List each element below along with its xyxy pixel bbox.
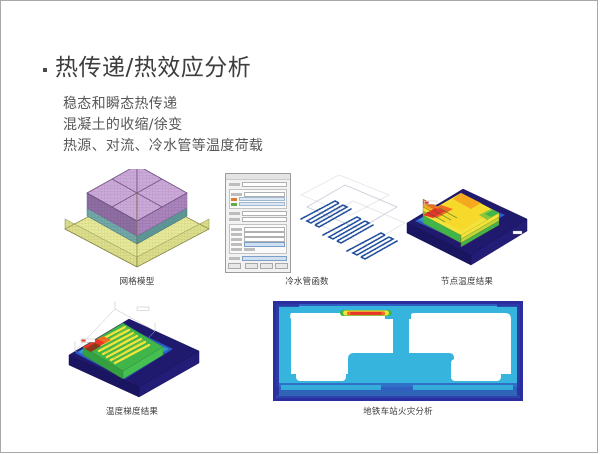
list-item: 稳态和瞬态热传递 [63,96,178,112]
dialog-text-input[interactable] [242,182,287,187]
dialog-number-input[interactable] [244,231,285,237]
figure-caption: 节点温度结果 [440,277,494,287]
dialog-radio-row[interactable] [231,247,285,251]
dialog-group-row[interactable] [231,191,285,197]
dialog-row[interactable] [229,182,287,187]
figure-cooling-pipe-function: 冷水管函数 [285,173,405,287]
dialog-number-input[interactable] [242,211,287,216]
radio-button-icon[interactable] [231,247,242,251]
dialog-field-label [229,257,240,260]
dialog-field-label [231,192,242,196]
dialog-group-row[interactable] [231,231,285,237]
list-item: 混凝土的收缩/徐变 [63,117,183,133]
apply-button[interactable] [275,263,288,269]
dialog-field-label [229,218,240,221]
figure-caption: 温度梯度结果 [105,407,159,417]
dialog-combo-input[interactable] [244,191,285,197]
dialog-field-label [231,232,242,236]
properties-dialog-image [225,173,291,273]
figure-caption: 冷水管函数 [285,277,329,287]
help-button[interactable] [228,263,241,269]
subway-fire-image [273,301,523,401]
radio-button-icon[interactable] [244,247,255,251]
dialog-number-input[interactable] [242,217,287,222]
dialog-selected-input[interactable] [244,241,285,247]
dialog-row[interactable] [229,256,287,261]
dialog-group-row[interactable] [231,197,285,201]
ok-button[interactable] [245,263,258,269]
figure-caption: 网格模型 [119,277,155,287]
square-bullet-icon [43,68,47,72]
dialog-group-box [229,189,287,209]
dialog-window[interactable] [225,173,291,273]
dialog-group-box [229,224,287,254]
cooling-pipe-image [293,173,405,273]
dialog-number-input[interactable] [244,226,285,232]
figure-nodal-temperature-result: 节点温度结果 [401,169,533,287]
dialog-row[interactable] [229,211,287,216]
dialog-title-bar [226,174,290,180]
figure-properties-dialog [225,173,291,273]
nodal-temperature-image [401,169,533,273]
dialog-group-row[interactable] [231,226,285,232]
page-title: 热传递/热效应分析 [43,53,251,83]
figure-mesh-model: 网格模型 [53,169,221,287]
temperature-gradient-image [59,299,205,403]
green-swatch-icon [231,202,237,206]
dialog-field-label [231,242,242,246]
dialog-row[interactable] [229,217,287,222]
dialog-list-item[interactable] [239,197,285,201]
dialog-button-bar [228,263,288,269]
dialog-number-input[interactable] [244,236,285,242]
dialog-list-item[interactable] [239,202,285,206]
list-item: 热源、对流、冷水管等温度荷载 [63,138,264,154]
dialog-group-row[interactable] [231,236,285,242]
figure-caption: 地铁车站火灾分析 [363,407,433,417]
mesh-model-image [53,169,221,273]
dialog-selected-input[interactable] [242,256,287,261]
figure-temperature-gradient-result: 温度梯度结果 [59,299,205,417]
dialog-field-label [229,212,240,215]
page-title-text: 热传递/热效应分析 [55,55,252,81]
dialog-field-label [231,227,242,231]
dialog-group-row[interactable] [231,241,285,247]
cancel-button[interactable] [260,263,273,269]
orange-swatch-icon [231,197,237,201]
figure-subway-station-fire-analysis: 地铁车站火灾分析 [273,301,523,417]
dialog-group-row[interactable] [231,202,285,206]
bullet-list: 稳态和瞬态热传递 混凝土的收缩/徐变 热源、对流、冷水管等温度荷载 [63,94,263,157]
dialog-field-label [229,183,240,186]
dialog-field-label [231,237,242,241]
